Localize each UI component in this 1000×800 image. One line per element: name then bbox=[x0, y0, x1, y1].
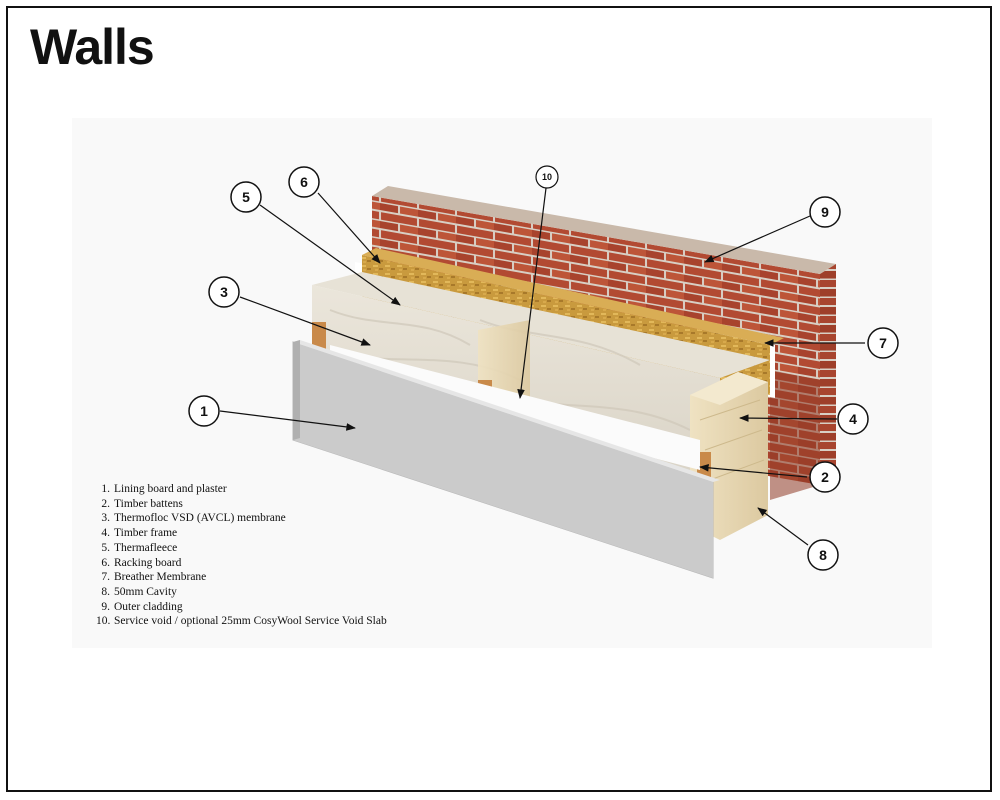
legend-item: 3.Thermofloc VSD (AVCL) membrane bbox=[101, 512, 286, 525]
legend-item: 10.Service void / optional 25mm CosyWool… bbox=[96, 615, 387, 628]
lining-board-edge bbox=[293, 340, 720, 482]
svg-text:10: 10 bbox=[542, 172, 552, 182]
svg-text:7: 7 bbox=[879, 335, 887, 351]
leader-6 bbox=[317, 192, 381, 264]
svg-text:8: 8 bbox=[819, 547, 827, 563]
legend-item: 4.Timber frame bbox=[101, 527, 178, 540]
legend-item: 2.Timber battens bbox=[101, 497, 183, 510]
legend-item: 1.Lining board and plaster bbox=[101, 483, 227, 495]
callout-leaders bbox=[219, 187, 865, 546]
svg-text:6: 6 bbox=[300, 174, 308, 190]
page-title: Walls bbox=[30, 19, 155, 75]
svg-text:9: 9 bbox=[821, 204, 829, 220]
svg-text:5: 5 bbox=[242, 189, 250, 205]
callout-7: 7 bbox=[867, 327, 899, 359]
lining-board-face bbox=[293, 342, 713, 578]
svg-text:3: 3 bbox=[220, 284, 228, 300]
page-frame bbox=[6, 6, 992, 792]
callout-5: 5 bbox=[230, 181, 262, 213]
callout-10: 10 bbox=[535, 165, 559, 189]
leader-3 bbox=[239, 296, 371, 346]
lining-board-side bbox=[293, 340, 300, 440]
leader-4 bbox=[739, 414, 838, 422]
service-void bbox=[330, 345, 700, 470]
leader-8 bbox=[757, 507, 809, 546]
callout-3: 3 bbox=[208, 276, 240, 308]
callout-6: 6 bbox=[288, 166, 320, 198]
leader-2 bbox=[699, 463, 808, 478]
legend-list: 1.Lining board and plaster 2.Timber batt… bbox=[96, 482, 387, 629]
legend-item: 7.Breather Membrane bbox=[101, 571, 207, 584]
callout-4: 4 bbox=[837, 403, 869, 435]
leader-10 bbox=[517, 187, 547, 399]
callout-2: 2 bbox=[809, 461, 841, 493]
leader-5 bbox=[259, 204, 401, 306]
legend-item: 9.Outer cladding bbox=[101, 600, 183, 613]
legend-item: 5.Thermafleece bbox=[101, 541, 178, 554]
callout-1: 1 bbox=[188, 395, 220, 427]
leader-9 bbox=[704, 215, 811, 263]
svg-text:1: 1 bbox=[200, 403, 208, 419]
legend-item: 6.Racking board bbox=[101, 556, 182, 569]
svg-text:4: 4 bbox=[849, 411, 857, 427]
svg-text:2: 2 bbox=[821, 469, 829, 485]
legend-item: 8.50mm Cavity bbox=[101, 585, 177, 598]
leader-1 bbox=[219, 410, 356, 431]
callout-8: 8 bbox=[807, 539, 839, 571]
callout-9: 9 bbox=[809, 196, 841, 228]
